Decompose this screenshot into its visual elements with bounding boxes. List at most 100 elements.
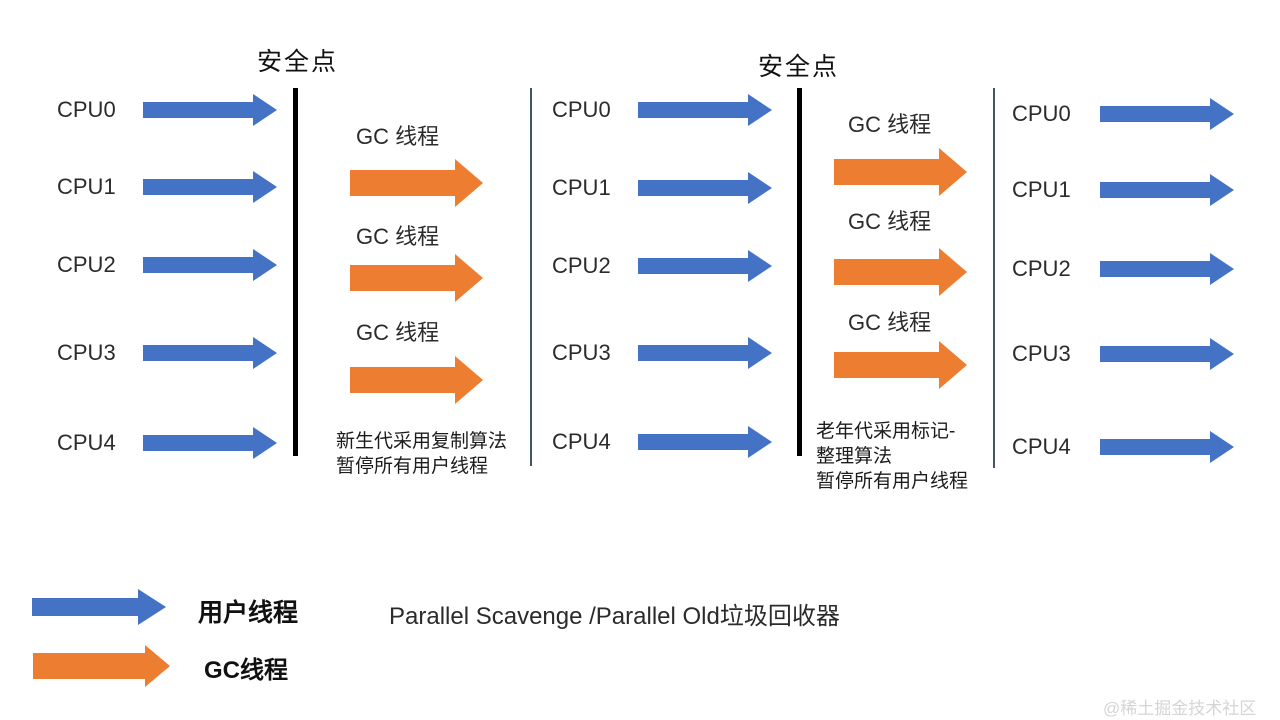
cpu-label: CPU1 bbox=[1012, 177, 1071, 202]
arrow-head bbox=[455, 356, 483, 404]
user-thread-arrow bbox=[143, 171, 277, 203]
arrow-body bbox=[143, 179, 253, 195]
arrow-head bbox=[939, 341, 967, 389]
arrow-body bbox=[1100, 182, 1210, 198]
user-thread-arrow bbox=[1100, 174, 1234, 206]
arrow-body bbox=[1100, 439, 1210, 455]
arrow-body bbox=[638, 180, 748, 196]
user-thread-arrow bbox=[638, 337, 772, 369]
arrow-head bbox=[253, 427, 277, 459]
gc-thread-label: GC 线程 bbox=[356, 124, 440, 149]
gc-thread-label: GC 线程 bbox=[356, 224, 440, 249]
gc-thread-label: GC 线程 bbox=[848, 209, 932, 234]
arrow-head bbox=[1210, 253, 1234, 285]
arrow-head bbox=[939, 248, 967, 296]
legend-user-thread-arrow bbox=[32, 589, 166, 625]
arrow-head bbox=[253, 171, 277, 203]
arrow-head bbox=[1210, 98, 1234, 130]
user-thread-arrow bbox=[1100, 98, 1234, 130]
cpu-label: CPU2 bbox=[552, 253, 611, 278]
gc-thread-label: GC 线程 bbox=[848, 112, 932, 137]
arrow-body bbox=[638, 102, 748, 118]
gc-thread-label: GC 线程 bbox=[848, 310, 932, 335]
cpu-label: CPU2 bbox=[1012, 256, 1071, 281]
note-line: 老年代采用标记- bbox=[816, 421, 956, 442]
arrow-body bbox=[834, 159, 939, 185]
cpu-label: CPU3 bbox=[57, 340, 116, 365]
arrow-head bbox=[748, 337, 772, 369]
safepoint-line-left bbox=[293, 88, 298, 456]
arrow-head bbox=[145, 645, 170, 687]
cpu-label: CPU0 bbox=[1012, 101, 1071, 126]
young-gen-note: 新生代采用复制算法 暂停所有用户线程 bbox=[336, 429, 507, 479]
user-thread-arrow bbox=[143, 427, 277, 459]
arrow-head bbox=[253, 337, 277, 369]
arrow-head bbox=[455, 159, 483, 207]
user-thread-arrow bbox=[638, 426, 772, 458]
gc-thread-arrow bbox=[834, 148, 967, 196]
arrow-body bbox=[33, 653, 145, 679]
gc-thread-arrow bbox=[834, 248, 967, 296]
user-thread-arrow bbox=[638, 94, 772, 126]
arrow-body bbox=[350, 265, 455, 291]
arrow-head bbox=[253, 94, 277, 126]
user-thread-arrow bbox=[1100, 338, 1234, 370]
safepoint-label-left: 安全点 bbox=[257, 48, 339, 76]
arrow-head bbox=[748, 250, 772, 282]
cpu-label: CPU4 bbox=[552, 429, 611, 454]
section-divider bbox=[993, 88, 995, 468]
safepoint-label-middle: 安全点 bbox=[758, 53, 840, 81]
note-line: 新生代采用复制算法 bbox=[336, 431, 508, 452]
arrow-head bbox=[1210, 338, 1234, 370]
old-gen-note: 老年代采用标记- 整理算法 暂停所有用户线程 bbox=[816, 419, 968, 494]
user-thread-arrow bbox=[143, 337, 277, 369]
cpu-label: CPU1 bbox=[57, 174, 116, 199]
arrow-head bbox=[748, 94, 772, 126]
arrow-head bbox=[1210, 431, 1234, 463]
arrow-body bbox=[143, 345, 253, 361]
user-thread-arrow bbox=[143, 94, 277, 126]
arrow-body bbox=[638, 434, 748, 450]
arrow-head bbox=[748, 426, 772, 458]
cpu-label: CPU1 bbox=[552, 175, 611, 200]
gc-thread-arrow bbox=[834, 341, 967, 389]
arrow-body bbox=[32, 598, 138, 616]
cpu-label: CPU2 bbox=[57, 252, 116, 277]
watermark: @稀土掘金技术社区 bbox=[1103, 699, 1257, 718]
arrow-head bbox=[253, 249, 277, 281]
user-thread-arrow bbox=[638, 172, 772, 204]
legend-user-thread-label: 用户线程 bbox=[198, 599, 299, 627]
user-thread-arrow bbox=[638, 250, 772, 282]
user-thread-arrow bbox=[1100, 253, 1234, 285]
safepoint-line-middle bbox=[797, 88, 802, 456]
gc-thread-arrow bbox=[350, 356, 483, 404]
arrow-body bbox=[143, 102, 253, 118]
user-thread-arrow bbox=[143, 249, 277, 281]
legend-gc-thread-label: GC线程 bbox=[204, 657, 288, 684]
arrow-head bbox=[455, 254, 483, 302]
gc-thread-label: GC 线程 bbox=[356, 320, 440, 345]
user-thread-arrow bbox=[1100, 431, 1234, 463]
note-line: 整理算法 bbox=[816, 446, 893, 467]
arrow-head bbox=[939, 148, 967, 196]
arrow-body bbox=[350, 367, 455, 393]
arrow-head bbox=[138, 589, 166, 625]
gc-thread-arrow bbox=[350, 159, 483, 207]
legend-gc-thread-arrow bbox=[33, 645, 170, 687]
cpu-label: CPU3 bbox=[552, 340, 611, 365]
arrow-body bbox=[143, 435, 253, 451]
section-divider bbox=[530, 88, 532, 466]
arrow-body bbox=[1100, 106, 1210, 122]
diagram-title: Parallel Scavenge /Parallel Old垃圾回收器 bbox=[389, 603, 840, 630]
arrow-body bbox=[1100, 346, 1210, 362]
cpu-label: CPU0 bbox=[57, 97, 116, 122]
cpu-label: CPU4 bbox=[57, 430, 116, 455]
arrow-body bbox=[1100, 261, 1210, 277]
cpu-label: CPU4 bbox=[1012, 434, 1071, 459]
note-line: 暂停所有用户线程 bbox=[336, 456, 489, 477]
arrow-body bbox=[350, 170, 455, 196]
arrow-body bbox=[143, 257, 253, 273]
note-line: 暂停所有用户线程 bbox=[816, 471, 969, 492]
arrow-body bbox=[638, 258, 748, 274]
